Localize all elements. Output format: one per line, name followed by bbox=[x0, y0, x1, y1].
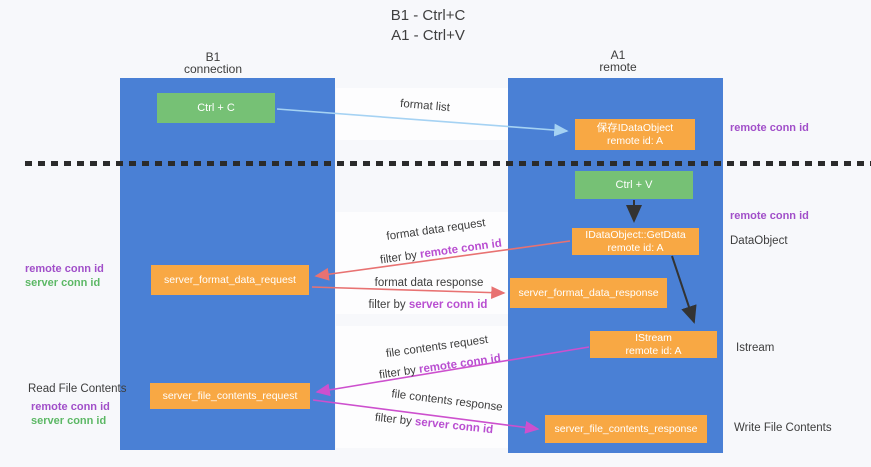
lifeline-b1-role: connection bbox=[183, 62, 243, 76]
node-save-idataobject-line2: remote id: A bbox=[606, 134, 664, 147]
node-istream-line1: IStream bbox=[635, 331, 672, 344]
filter-server-conn-id-1: server conn id bbox=[408, 299, 488, 311]
node-server-format-data-request: server_format_data_request bbox=[151, 265, 309, 295]
node-server-file-contents-request: server_file_contents_request bbox=[150, 383, 310, 409]
dashed-divider bbox=[25, 161, 871, 166]
label-remote-conn-id-right-1: remote conn id bbox=[730, 122, 809, 134]
lifeline-b1-name: B1 bbox=[205, 50, 221, 64]
node-getdata-line2: remote id: A bbox=[607, 241, 664, 254]
node-idataobject-getdata: IDataObject::GetData remote id: A bbox=[572, 228, 699, 255]
node-save-idataobject-line1: 保存IDataObject bbox=[596, 121, 674, 134]
lifeline-a1-name: A1 bbox=[610, 48, 626, 62]
filter-by-text-2: filter by bbox=[368, 299, 409, 311]
node-istream-line2: remote id: A bbox=[625, 344, 682, 357]
title-line-2: A1 - Ctrl+V bbox=[391, 27, 465, 44]
node-server-format-data-response: server_format_data_response bbox=[510, 278, 667, 308]
label-remote-conn-id-left-2: remote conn id bbox=[31, 401, 110, 413]
label-server-conn-id-left-1: server conn id bbox=[25, 277, 101, 289]
label-format-data-response: format data response bbox=[374, 277, 484, 289]
label-backdrop-top bbox=[336, 88, 508, 140]
label-remote-conn-id-left-1: remote conn id bbox=[25, 263, 104, 275]
lifeline-a1-role: remote bbox=[599, 60, 637, 74]
node-ctrl-c: Ctrl + C bbox=[157, 93, 275, 123]
title-line-1: B1 - Ctrl+C bbox=[390, 7, 466, 24]
lifeline-header-a1: A1 remote bbox=[545, 49, 691, 73]
node-ctrl-v: Ctrl + V bbox=[575, 171, 693, 199]
label-remote-conn-id-right-2: remote conn id bbox=[730, 210, 809, 222]
node-getdata-line1: IDataObject::GetData bbox=[585, 228, 686, 241]
label-istream: Istream bbox=[736, 342, 775, 354]
label-write-file-contents: Write File Contents bbox=[734, 422, 832, 434]
node-server-file-contents-response: server_file_contents_response bbox=[545, 415, 707, 443]
node-save-idataobject: 保存IDataObject remote id: A bbox=[575, 119, 695, 150]
label-dataobject: DataObject bbox=[730, 235, 788, 247]
label-server-conn-id-left-2: server conn id bbox=[31, 415, 107, 427]
label-read-file-contents: Read File Contents bbox=[28, 383, 127, 395]
lifeline-header-b1: B1 connection bbox=[140, 51, 286, 75]
diagram-title: B1 - Ctrl+C A1 - Ctrl+V bbox=[0, 6, 856, 46]
label-filter-by-server-1: filter by server conn id bbox=[369, 299, 488, 311]
node-istream: IStream remote id: A bbox=[590, 331, 717, 358]
